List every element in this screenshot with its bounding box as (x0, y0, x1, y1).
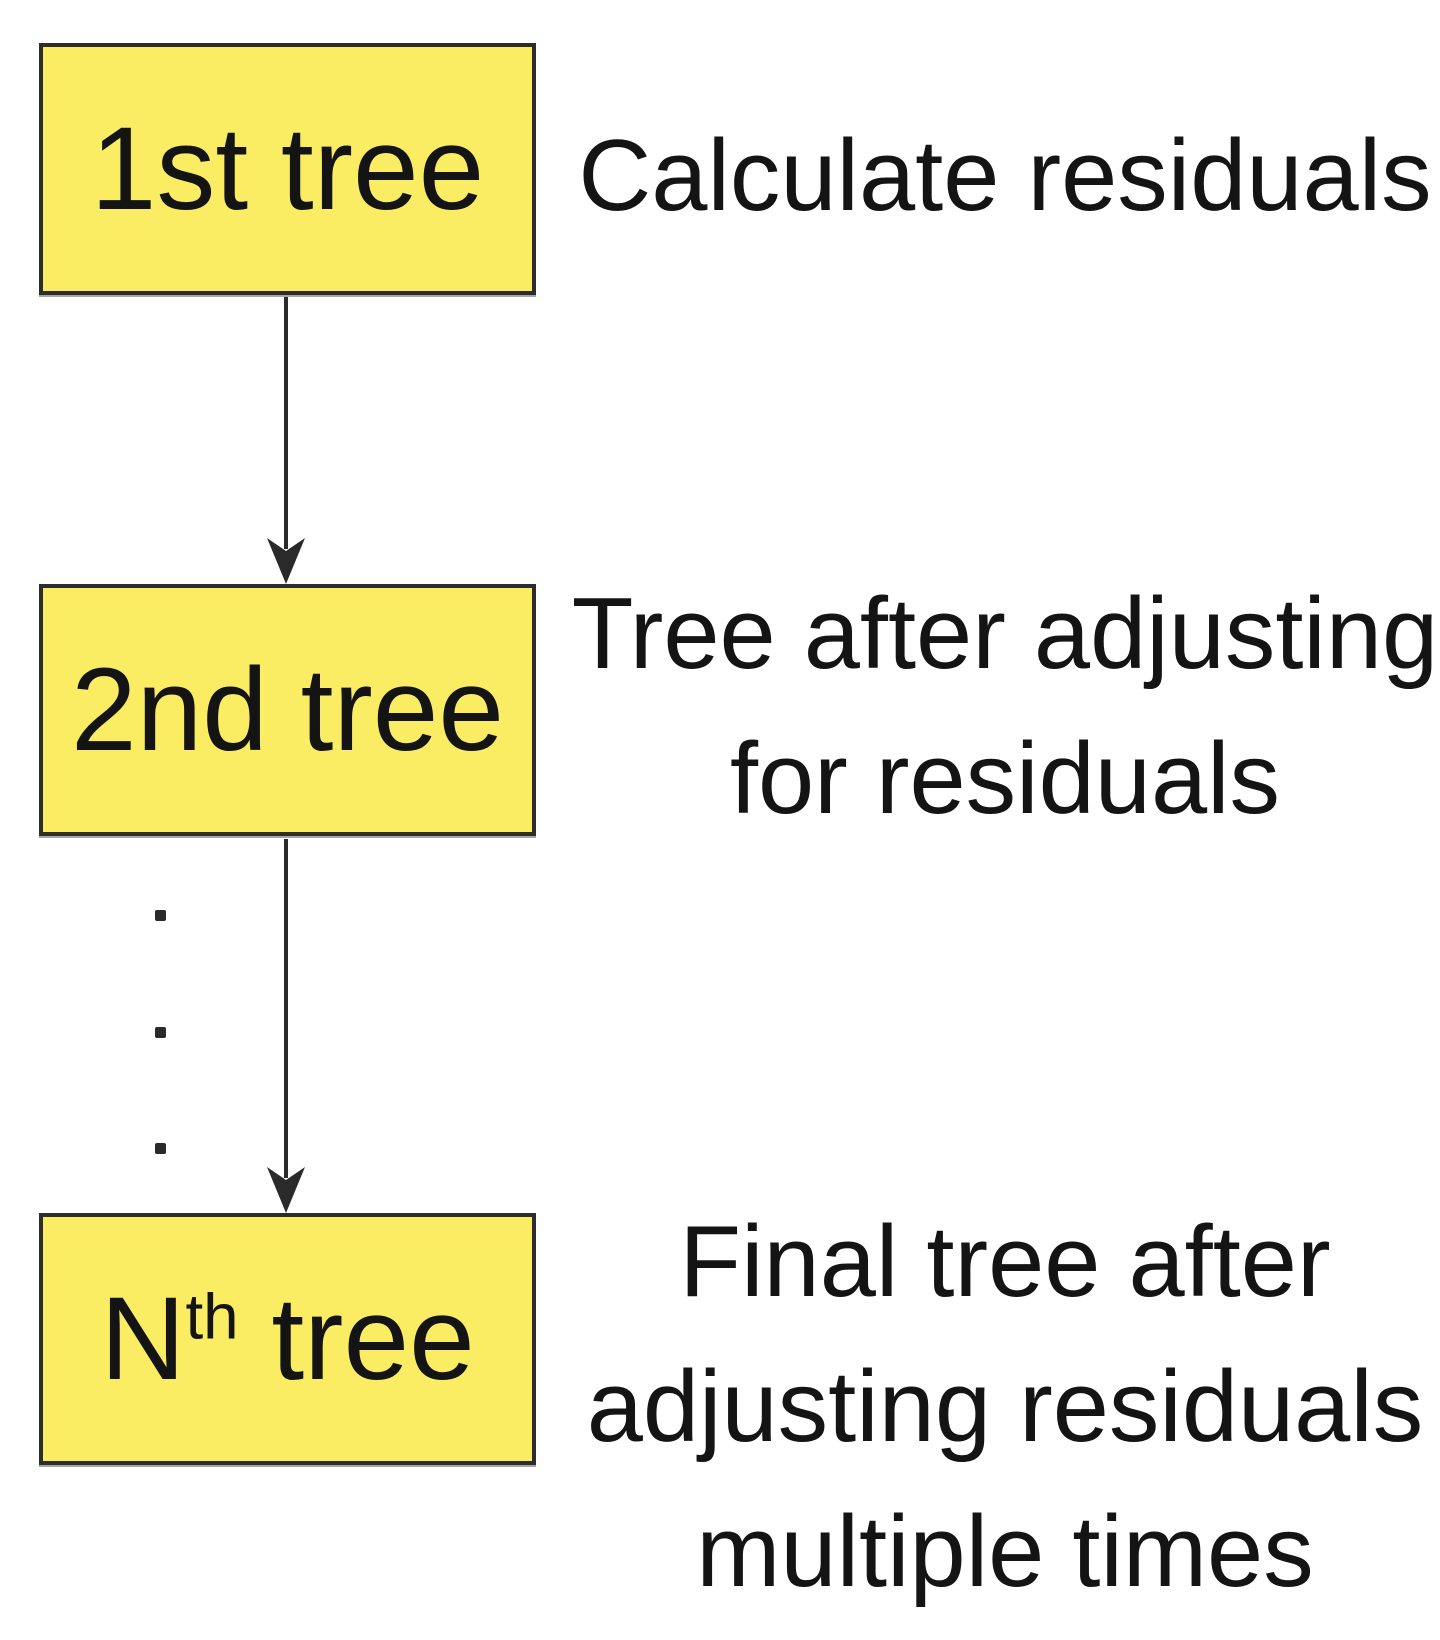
node-1st-tree: 1st tree (39, 43, 536, 295)
nth-label-suffix: tree (238, 1273, 475, 1405)
annotation-line: Final tree after (679, 1206, 1331, 1318)
node-2nd-tree-label: 2nd tree (71, 644, 504, 776)
nth-label-base: N (100, 1273, 186, 1405)
annotation-line: for residuals (729, 723, 1281, 835)
annotation-line: adjusting residuals (586, 1351, 1424, 1463)
annotation-tree-after-adjusting: Tree after adjusting for residuals (565, 562, 1440, 852)
nth-label-superscript: th (185, 1280, 239, 1353)
ellipsis-dot (155, 1143, 166, 1154)
down-arrow-connector-2 (267, 839, 305, 1213)
down-arrow-connector-1 (267, 297, 305, 584)
ellipsis-dot (155, 1027, 166, 1038)
arrowhead-icon (267, 1167, 305, 1213)
annotation-line: Tree after adjusting (571, 578, 1439, 690)
node-1st-tree-label: 1st tree (90, 103, 485, 235)
annotation-final-tree: Final tree after adjusting residuals mul… (565, 1190, 1440, 1625)
annotation-line: multiple times (696, 1496, 1314, 1608)
node-nth-tree-label: Nth tree (100, 1271, 474, 1407)
node-nth-tree: Nth tree (39, 1213, 536, 1465)
ellipsis-dot (155, 910, 166, 921)
annotation-calculate-residuals: Calculate residuals (565, 104, 1440, 249)
arrowhead-icon (267, 538, 305, 584)
node-2nd-tree: 2nd tree (39, 584, 536, 836)
annotation-line: Calculate residuals (578, 120, 1432, 232)
